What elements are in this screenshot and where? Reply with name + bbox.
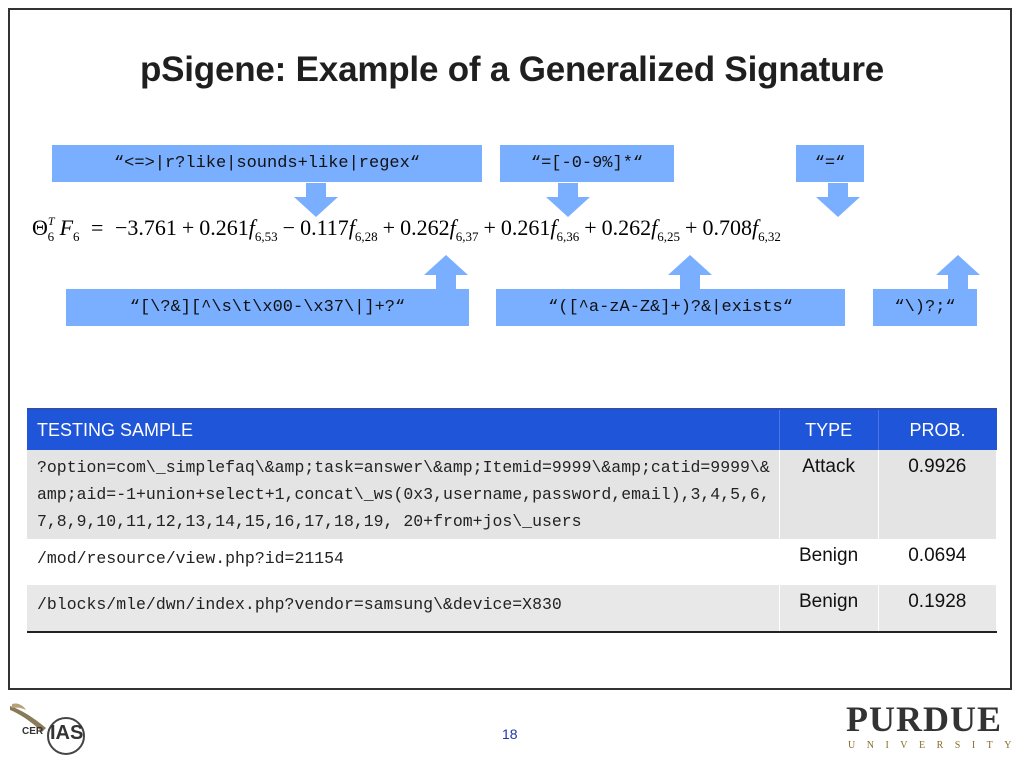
type-cell: Benign [779,539,879,585]
sample-cell: /mod/resource/view.php?id=21154 [27,539,780,585]
cerias-logo-text-2: IAS [50,722,84,744]
type-cell: Attack [779,450,879,539]
regex-box-top-2: “=[-0-9%]*“ [500,145,674,182]
purdue-logo: PURDUE UNIVERSITY [846,700,1016,758]
equation-term: +0.708f6,32 [680,215,781,244]
regex-box-top-1: “<=>|r?like|sounds+like|regex“ [52,145,482,182]
regex-box-top-3: “=“ [796,145,864,182]
linear-model-equation: ΘT6 F6 = −3.761+0.261f6,53−0.117f6,28+0.… [32,214,992,255]
term-sign: − [282,215,296,240]
testing-samples-table: TESTING SAMPLE TYPE PROB. ?option=com\_s… [27,408,998,633]
arrow-down-2 [546,183,590,217]
term-coefficient: 0.261 [199,215,249,240]
term-sign: + [584,215,597,240]
term-feature: f [651,215,658,240]
term-feature-index: 6,28 [354,229,378,244]
term-feature: f [449,215,456,240]
equals-sign: = [91,215,104,240]
sample-cell: /blocks/mle/dwn/index.php?vendor=samsung… [27,585,780,632]
header-testing-sample: TESTING SAMPLE [27,409,780,450]
term-sign: + [483,215,496,240]
term-coefficient: 0.117 [300,215,349,240]
term-feature: f [751,215,759,240]
term-sign: + [181,215,195,240]
arrow-up-3 [936,255,980,289]
prob-cell: 0.1928 [878,585,998,632]
theta-symbol: Θ [32,215,48,240]
equation-term: +0.262f6,25 [579,215,680,244]
equation-term: +0.261f6,53 [177,215,278,244]
equation-terms: −3.761+0.261f6,53−0.117f6,28+0.262f6,37+… [115,215,781,244]
theta-subscript: 6 [47,229,55,244]
term-feature-index: 6,36 [556,229,580,244]
equation-term: +0.261f6,36 [478,215,579,244]
term-feature: f [248,215,255,240]
arrow-up-1 [424,255,468,289]
arrow-up-2 [668,255,712,289]
term-feature-index: 6,37 [455,229,479,244]
cerias-emblem-icon [10,703,85,755]
term-feature-index: 6,25 [657,229,681,244]
header-prob: PROB. [878,409,997,450]
header-type: TYPE [779,409,879,450]
term-coefficient: 0.262 [400,215,450,240]
purdue-wordmark: PURDUE [846,699,1002,739]
term-coefficient: 0.708 [702,215,752,240]
equation-term: +0.262f6,37 [378,215,479,244]
purdue-university-text: UNIVERSITY [848,740,1023,751]
term-feature-index: 6,32 [758,229,781,244]
arrow-down-3 [816,183,860,217]
table-header-row: TESTING SAMPLE TYPE PROB. [27,409,997,450]
feature-vector-subscript: 6 [73,229,80,244]
regex-box-bottom-2: “([^a-zA-Z&]+)?&|exists“ [496,289,845,326]
prob-cell: 0.9926 [878,450,998,539]
regex-box-bottom-1: “[\?&][^\s\t\x00-\x37\|]+?“ [66,289,469,326]
cerias-logo-text-1: CER [22,726,44,737]
feature-vector-symbol: F [59,215,74,240]
equation-term: −0.117f6,28 [278,215,378,244]
term-feature: f [550,215,557,240]
term-sign: − [114,215,128,240]
term-coefficient: 3.761 [127,215,177,240]
cerias-logo: CER IAS [8,700,88,760]
table-row: /blocks/mle/dwn/index.php?vendor=samsung… [27,585,998,632]
table-row: ?option=com\_simplefaq\&amp;task=answer\… [27,450,998,539]
term-sign: + [382,215,396,240]
theta-transpose: T [47,214,55,228]
regex-box-bottom-3: “\)?;“ [873,289,977,326]
term-coefficient: 0.261 [500,215,551,240]
equation-term: −3.761 [115,215,177,240]
type-cell: Benign [779,585,879,632]
table-row: /mod/resource/view.php?id=21154 Benign 0… [27,539,998,585]
prob-cell: 0.0694 [878,539,998,585]
term-sign: + [685,215,698,240]
sample-cell: ?option=com\_simplefaq\&amp;task=answer\… [27,450,780,539]
arrow-down-1 [294,183,338,217]
slide-title: pSigene: Example of a Generalized Signat… [139,50,885,89]
term-feature-index: 6,53 [254,229,278,244]
term-coefficient: 0.262 [601,215,652,240]
term-feature: f [348,215,355,240]
page-number: 18 [502,726,518,742]
